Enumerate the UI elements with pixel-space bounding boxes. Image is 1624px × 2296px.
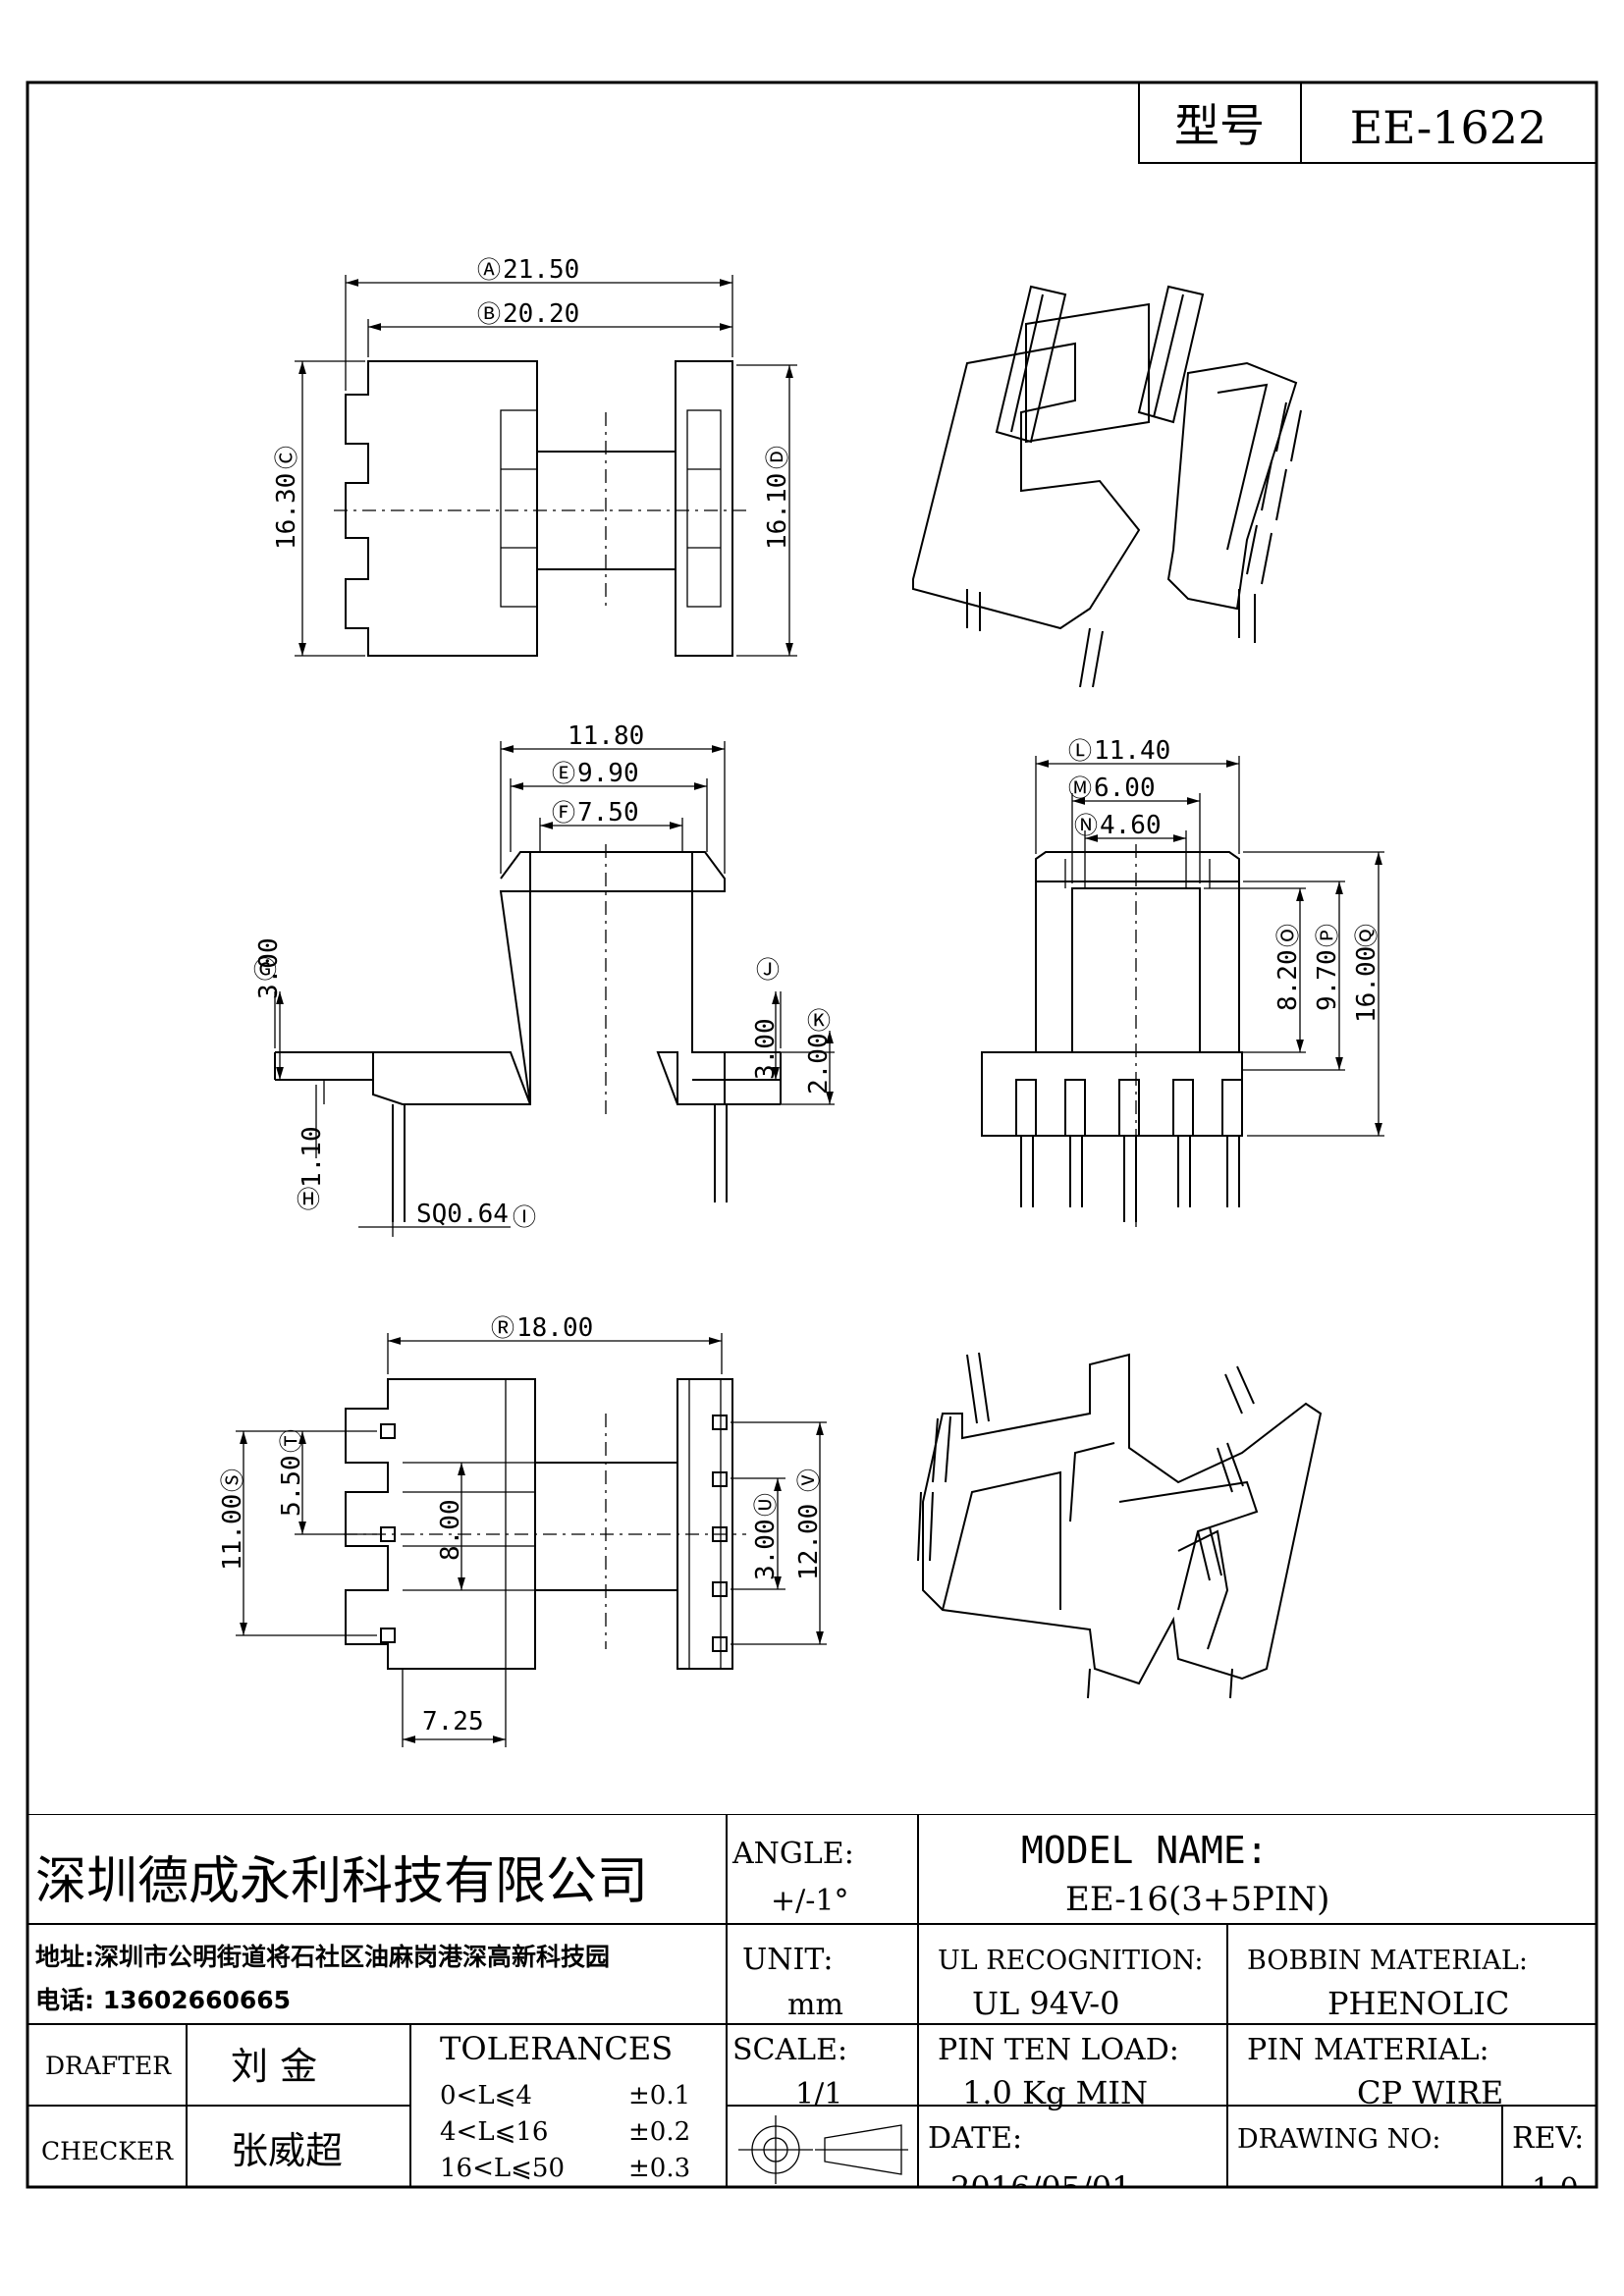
dim-d-mark: Ⓓ [764,446,791,469]
dim-m-value: 6.00 [1094,774,1156,803]
dim-k-mark: Ⓚ [807,1007,831,1035]
company-address: 地址:深圳市公明街道将石社区油麻岗港深高新科技园 [35,1943,610,1971]
projection-symbol-icon [738,2115,908,2184]
bobbin-label: BOBBIN MATERIAL: [1247,1946,1528,1976]
dim-h-value: 1.10 [298,1126,327,1188]
dim-r-value: 18.00 [516,1313,593,1343]
dim-i-mark: Ⓘ [513,1203,536,1231]
bobbin-value: PHENOLIC [1327,1985,1509,2022]
unit-label: UNIT: [742,1943,833,1977]
rev-value: 1.0 [1532,2172,1579,2207]
tolerances-label: TOLERANCES [440,2030,673,2067]
ul-label: UL RECOGNITION: [938,1946,1204,1976]
dim-l-mark: Ⓛ [1068,737,1092,765]
dim-c-mark: Ⓒ [273,446,300,469]
dim-u-mark: Ⓤ [752,1493,780,1517]
model-box: 型号 EE-1622 [1138,81,1597,164]
drawing-no-label: DRAWING NO: [1237,2124,1440,2155]
front-view: 11.80 Ⓔ 9.90 Ⓕ 7.50 Ⓖ 3.00 Ⓙ 3.00 Ⓚ 2.0 [253,721,835,1237]
pin-material-value: CP WIRE [1357,2074,1503,2111]
angle-value: +/-1° [771,1884,848,1918]
isometric-view-bottom [917,1352,1323,1699]
dim-q-value: 16.00 [1352,946,1381,1023]
dim-center-value: 8.00 [436,1499,465,1561]
dim-t-mark: Ⓣ [278,1429,305,1453]
dim-top-width-value: 11.80 [568,721,644,751]
dim-q-mark: Ⓠ [1353,924,1380,947]
model-box-label: 型号 [1174,99,1265,152]
dim-s-value: 11.00 [218,1494,247,1571]
date-value: 2016/05/01 [950,2169,1131,2207]
dim-u-value: 3.00 [751,1519,781,1580]
dim-l-value: 11.40 [1094,736,1170,766]
model-box-value: EE-1622 [1350,101,1547,154]
dim-h-mark: Ⓗ [297,1186,320,1213]
dim-r-mark: Ⓡ [491,1314,514,1342]
dim-g-mark: Ⓖ [253,956,277,984]
dim-p-mark: Ⓟ [1314,924,1341,947]
pin-load-value: 1.0 Kg MIN [962,2074,1148,2111]
dim-k-value: 2.00 [804,1033,834,1095]
tol-range-0: 0<L⩽4 [440,2081,532,2110]
dim-o-mark: Ⓞ [1274,924,1302,947]
bottom-view: Ⓡ 18.00 Ⓢ 11.00 Ⓣ 5.50 8.00 Ⓤ [218,1313,827,1747]
isometric-view-top [912,285,1302,688]
dim-j-value: 3.00 [751,1018,781,1080]
tol-value-3: ±0.20 [628,2186,707,2216]
dim-v-mark: Ⓥ [795,1468,823,1492]
dim-n-value: 4.60 [1100,811,1162,840]
dim-s-mark: Ⓢ [219,1468,246,1492]
company-phone: 电话: 13602660665 [35,1986,291,2014]
dim-a-mark: Ⓐ [477,256,501,284]
side-view: Ⓛ 11.40 Ⓜ 6.00 Ⓝ 4.60 Ⓞ 8.20 Ⓟ 9.70 [981,736,1384,1227]
dim-j-mark: Ⓙ [756,956,780,984]
tol-value-0: ±0.1 [628,2081,690,2110]
drafter-label: DRAFTER [45,2052,172,2080]
top-view: Ⓐ 21.50 Ⓑ 20.20 16.30 Ⓒ 16.10 Ⓓ [272,255,797,657]
model-name-label: MODEL NAME: [1021,1829,1269,1872]
tol-value-1: ±0.2 [628,2117,690,2147]
scale-label: SCALE: [732,2033,847,2067]
date-label: DATE: [928,2121,1022,2156]
checker-name: 张威超 [231,2129,343,2172]
tol-range-2: 16<L⩽50 [440,2154,565,2183]
dim-p-value: 9.70 [1313,949,1342,1011]
dim-b-mark: Ⓑ [477,300,501,328]
dim-f-mark: Ⓕ [552,799,575,827]
sheet-border [26,80,1598,2189]
dim-t-value: 5.50 [277,1455,306,1517]
checker-label: CHECKER [41,2137,174,2165]
dim-e-value: 9.90 [577,759,639,788]
dim-m-mark: Ⓜ [1068,774,1092,802]
dim-o-value: 8.20 [1273,949,1303,1011]
dim-a-value: 21.50 [503,255,579,285]
model-name-value: EE-16(3+5PIN) [1065,1880,1329,1919]
company-name: 深圳德成永利科技有限公司 [35,1852,648,1911]
dim-i-value: SQ0.64 [416,1200,509,1229]
angle-label: ANGLE: [731,1837,854,1871]
drafter-name: 刘 金 [231,2045,317,2088]
dim-v-value: 12.00 [794,1504,824,1580]
dim-d-value: 16.10 [763,473,792,550]
dim-b-value: 20.20 [503,299,579,329]
dim-e-mark: Ⓔ [552,760,575,787]
title-block: 深圳德成永利科技有限公司 地址:深圳市公明街道将石社区油麻岗港深高新科技园 电话… [27,1814,1597,2216]
tol-value-2: ±0.3 [628,2154,690,2183]
ul-value: UL 94V-0 [972,1985,1119,2022]
tol-range-3: PIN PITCH [440,2186,583,2216]
pin-load-label: PIN TEN LOAD: [938,2033,1179,2067]
dim-c-value: 16.30 [272,473,301,550]
dim-n-mark: Ⓝ [1074,812,1098,839]
pin-material-label: PIN MATERIAL: [1247,2033,1489,2067]
unit-value: mm [787,1988,843,2022]
dim-g-value: 3.00 [254,937,284,999]
dim-f-value: 7.50 [577,798,639,828]
rev-label: REV: [1512,2121,1584,2156]
tol-range-1: 4<L⩽16 [440,2117,548,2147]
dim-bottom-width-value: 7.25 [422,1707,484,1736]
scale-value: 1/1 [795,2077,842,2111]
